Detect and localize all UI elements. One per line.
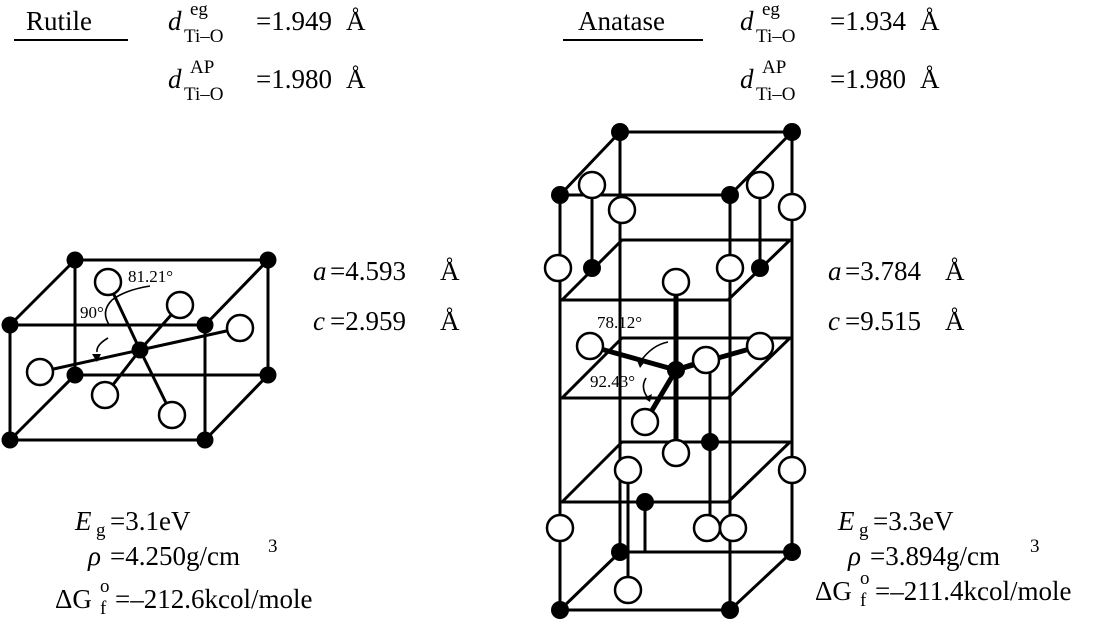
svg-text:=9.515: =9.515 [845, 306, 921, 336]
svg-text:Ti–O: Ti–O [184, 84, 223, 105]
svg-text:d: d [740, 6, 754, 36]
svg-text:Å: Å [920, 6, 940, 36]
svg-text:Å: Å [945, 256, 965, 286]
anatase-param-a: a =3.784 Å [828, 256, 965, 286]
svg-text:eg: eg [190, 0, 208, 20]
svg-text:AP: AP [190, 57, 214, 78]
svg-text:=–211.4kcol/mole: =–211.4kcol/mole [875, 576, 1071, 606]
svg-text:3: 3 [1030, 536, 1040, 557]
anatase-d-eg: d eg Ti–O =1.934 Å [740, 0, 940, 47]
rutile-unit-cell [1, 251, 277, 449]
svg-text:c: c [313, 306, 325, 336]
svg-text:o: o [100, 576, 110, 597]
svg-text:=3.1eV: =3.1eV [110, 506, 191, 536]
svg-text:E: E [74, 506, 92, 536]
anatase-free-energy: ΔG o f =–211.4kcol/mole [815, 568, 1071, 611]
svg-text:=1.934: =1.934 [830, 6, 906, 36]
svg-text:E: E [837, 506, 855, 536]
svg-text:=4.250g/cm: =4.250g/cm [110, 541, 240, 571]
anatase-angle-78: 78.12° [597, 313, 642, 332]
svg-text:o: o [860, 568, 870, 589]
svg-text:eg: eg [762, 0, 780, 20]
svg-text:=1.949: =1.949 [256, 6, 332, 36]
svg-text:=3.894g/cm: =3.894g/cm [870, 541, 1000, 571]
rutile-d-eg: d eg Ti–O =1.949 Å [168, 0, 366, 47]
svg-text:Å: Å [346, 6, 366, 36]
anatase-angle-92: 92.43° [590, 372, 635, 391]
svg-text:=1.980: =1.980 [830, 64, 906, 94]
svg-text:Å: Å [440, 256, 460, 286]
svg-text:=2.959: =2.959 [330, 306, 406, 336]
svg-text:f: f [100, 598, 107, 619]
svg-text:Ti–O: Ti–O [756, 26, 795, 47]
svg-text:a: a [828, 256, 842, 286]
anatase-band-gap: E g =3.3eV [837, 506, 954, 541]
rutile-angle-81: 81.21° [128, 267, 173, 286]
rutile-band-gap: E g =3.1eV [74, 506, 191, 541]
svg-text:d: d [168, 6, 182, 36]
svg-text:d: d [740, 64, 754, 94]
svg-text:c: c [828, 306, 840, 336]
anatase-density: ρ =3.894g/cm 3 [847, 536, 1040, 571]
svg-text:a: a [313, 256, 327, 286]
svg-text:Ti–O: Ti–O [756, 84, 795, 105]
rutile-free-energy: ΔG o f =–212.6kcol/mole [55, 576, 312, 619]
rutile-density: ρ =4.250g/cm 3 [87, 536, 278, 571]
svg-text:ΔG: ΔG [815, 576, 852, 606]
rutile-param-a: a =4.593 Å [313, 256, 460, 286]
svg-text:ρ: ρ [87, 541, 101, 571]
svg-text:d: d [168, 64, 182, 94]
rutile-angle-90: 90° [80, 303, 104, 322]
svg-text:Å: Å [945, 306, 965, 336]
anatase-unit-cell [543, 123, 807, 619]
svg-text:Å: Å [440, 306, 460, 336]
anatase-title: Anatase [578, 6, 665, 36]
svg-text:g: g [859, 520, 869, 541]
svg-text:3: 3 [268, 536, 278, 557]
svg-text:f: f [860, 590, 867, 611]
svg-text:g: g [96, 520, 106, 541]
rutile-param-c: c =2.959 Å [313, 306, 460, 336]
svg-text:ΔG: ΔG [55, 584, 92, 614]
svg-text:Ti–O: Ti–O [184, 26, 223, 47]
svg-text:=4.593: =4.593 [330, 256, 406, 286]
svg-text:AP: AP [762, 57, 786, 78]
svg-text:=3.3eV: =3.3eV [873, 506, 954, 536]
svg-text:Å: Å [346, 64, 366, 94]
svg-text:=–212.6kcol/mole: =–212.6kcol/mole [115, 584, 312, 614]
anatase-param-c: c =9.515 Å [828, 306, 965, 336]
rutile-title: Rutile [26, 6, 92, 36]
svg-text:=1.980: =1.980 [256, 64, 332, 94]
svg-text:Å: Å [920, 64, 940, 94]
svg-text:ρ: ρ [847, 541, 861, 571]
rutile-d-ap: d AP Ti–O =1.980 Å [168, 57, 366, 105]
svg-text:=3.784: =3.784 [845, 256, 921, 286]
anatase-d-ap: d AP Ti–O =1.980 Å [740, 57, 940, 105]
